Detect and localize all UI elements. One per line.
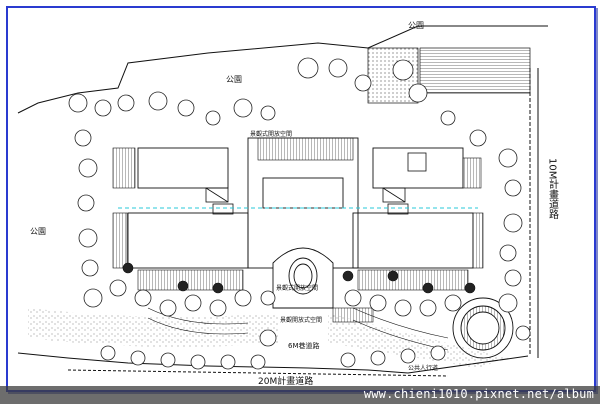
site-boundary <box>17 25 548 377</box>
label-road-bottom: 20M計畫道路 <box>258 375 313 386</box>
parking-ramp <box>419 47 531 94</box>
label-park-top: 公園 <box>408 21 424 30</box>
label-garden-south: 景觀式開放空間 <box>276 284 318 292</box>
label-park-left: 公園 <box>30 227 46 236</box>
paver-path <box>147 307 449 351</box>
trees <box>68 57 531 370</box>
dark-trees <box>122 262 476 294</box>
label-road-right: 10M計畫道路 <box>547 158 559 220</box>
fountain <box>272 247 334 309</box>
stair-core <box>205 152 427 215</box>
label-park-upper: 公園 <box>226 75 242 84</box>
label-entrance: 公共人行道 <box>408 364 438 372</box>
label-open-space-south: 景觀開放式空間 <box>280 316 322 324</box>
watermark-bar: www.chieni1010.pixnet.net/album <box>0 386 600 404</box>
lawn-south <box>28 308 278 347</box>
label-alley: 6M巷道路 <box>288 341 320 350</box>
label-garden-north: 景觀式開放空間 <box>250 130 292 138</box>
watermark-text: www.chieni1010.pixnet.net/album <box>363 387 594 401</box>
building-block <box>127 137 474 269</box>
site-plan-drawing: 公園 公園 公園 景觀式開放空間 景觀式開放空間 景觀開放式空間 6M巷道路 2… <box>17 21 559 386</box>
